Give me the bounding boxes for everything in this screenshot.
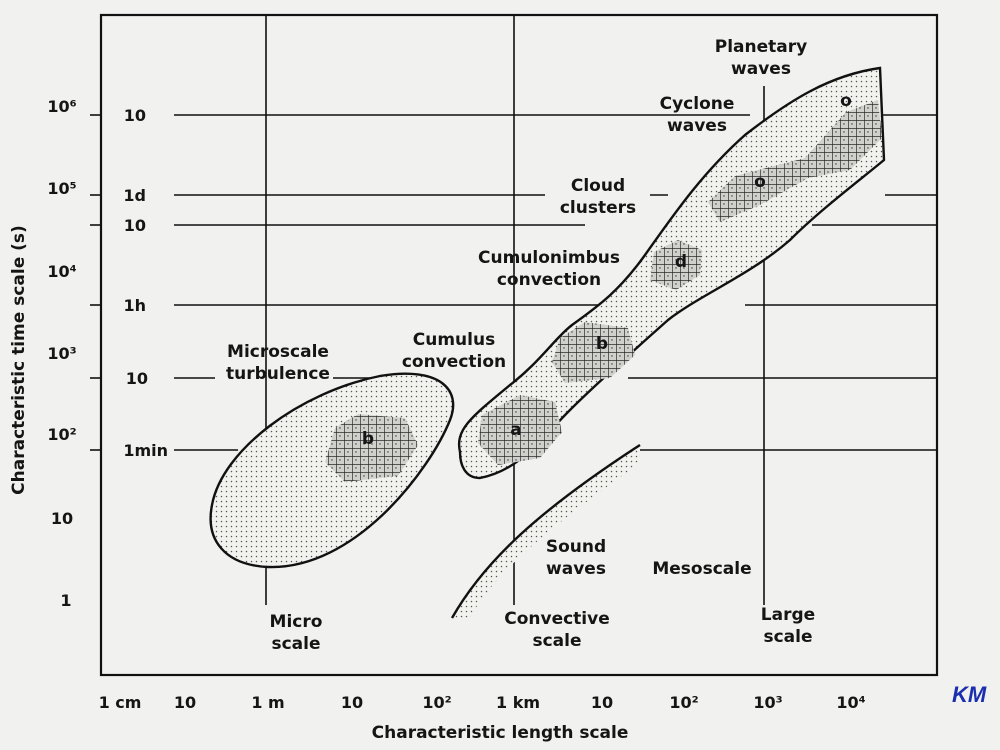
label-line: Planetary	[715, 37, 807, 57]
xtick-1000km: 10³	[753, 693, 782, 712]
core-cloud-clusters	[650, 240, 702, 290]
plot-frame	[99, 13, 939, 677]
core-cumulonimbus	[552, 322, 635, 383]
y-ticks-named: 1min 10 1h 10 1d 10	[123, 106, 168, 460]
xtick-10km: 10	[591, 693, 613, 712]
label-line: Convective	[504, 609, 610, 629]
y-tick-marks	[90, 114, 101, 451]
xtick-1km: 1 km	[496, 693, 540, 712]
ytick-1: 1	[60, 591, 71, 610]
label-line: Cyclone	[660, 94, 735, 114]
xtick-10000km: 10⁴	[836, 693, 865, 712]
ytick-10-2: 10²	[47, 425, 76, 444]
regions	[209, 66, 886, 619]
y-ticks-exponent: 1 10 10² 10³ 10⁴ 10⁵ 10⁶	[47, 97, 76, 610]
ytick-10min: 10	[126, 369, 148, 388]
marker-cumulus: a	[510, 420, 521, 440]
label-mesoscale: Mesoscale	[652, 559, 751, 579]
ytick-1min: 1min	[123, 441, 168, 460]
ytick-1h: 1h	[123, 296, 146, 315]
core-cumulus	[478, 395, 562, 465]
ytick-10-6: 10⁶	[47, 97, 76, 116]
xtick-100km: 10²	[669, 693, 698, 712]
region-sound-waves	[452, 445, 640, 618]
marker-planetary: o	[840, 91, 852, 111]
ytick-10-3: 10³	[47, 344, 76, 363]
label-line: scale	[271, 634, 320, 654]
label-line: Cloud	[571, 176, 625, 196]
label-line: scale	[532, 631, 581, 651]
marker-microscale: b	[362, 429, 374, 449]
ytick-10d: 10	[124, 106, 146, 125]
ytick-10h: 10	[124, 216, 146, 235]
x-axis-title: Characteristic length scale	[372, 723, 629, 743]
core-synoptic	[708, 100, 882, 222]
label-line: waves	[731, 59, 791, 79]
ytick-10: 10	[51, 509, 73, 528]
ytick-1d: 1d	[123, 186, 146, 205]
xtick-100m: 10²	[422, 693, 451, 712]
region-microscale-turbulence	[209, 372, 455, 569]
label-line: Micro	[270, 612, 323, 632]
y-axis-title: Characteristic time scale (s)	[9, 225, 29, 495]
xtick-1cm: 1 cm	[99, 693, 142, 712]
x-ticks: 1 cm 10 1 m 10 10² 1 km 10 10² 10³ 10⁴	[99, 693, 866, 712]
marker-cyclone: o	[754, 172, 766, 192]
xtick-10m: 10	[341, 693, 363, 712]
sound-waves-edge	[450, 443, 641, 619]
label-line: scale	[763, 627, 812, 647]
label-line: Microscale	[227, 342, 329, 362]
label-line: Cumulonimbus	[478, 248, 620, 268]
handwritten-km: KM	[952, 682, 987, 707]
label-line: Cumulus	[413, 330, 495, 350]
xtick-1m: 1 m	[251, 693, 284, 712]
core-microscale-turbulence	[325, 414, 418, 482]
xtick-10cm: 10	[174, 693, 196, 712]
marker-cloud-clusters: d	[675, 252, 687, 272]
label-line: clusters	[560, 198, 636, 218]
label-line: turbulence	[226, 364, 330, 384]
label-line: convection	[402, 352, 506, 372]
label-line: waves	[667, 116, 727, 136]
label-line: Large	[761, 605, 815, 625]
time-lines	[174, 114, 937, 451]
label-line: convection	[497, 270, 601, 290]
ytick-10-4: 10⁴	[47, 262, 76, 281]
label-line: Sound	[546, 537, 606, 557]
marker-cumulonimbus: b	[596, 334, 608, 354]
ytick-10-5: 10⁵	[47, 179, 76, 198]
region-markers: b a b d o o	[362, 91, 852, 449]
label-line: waves	[546, 559, 606, 579]
